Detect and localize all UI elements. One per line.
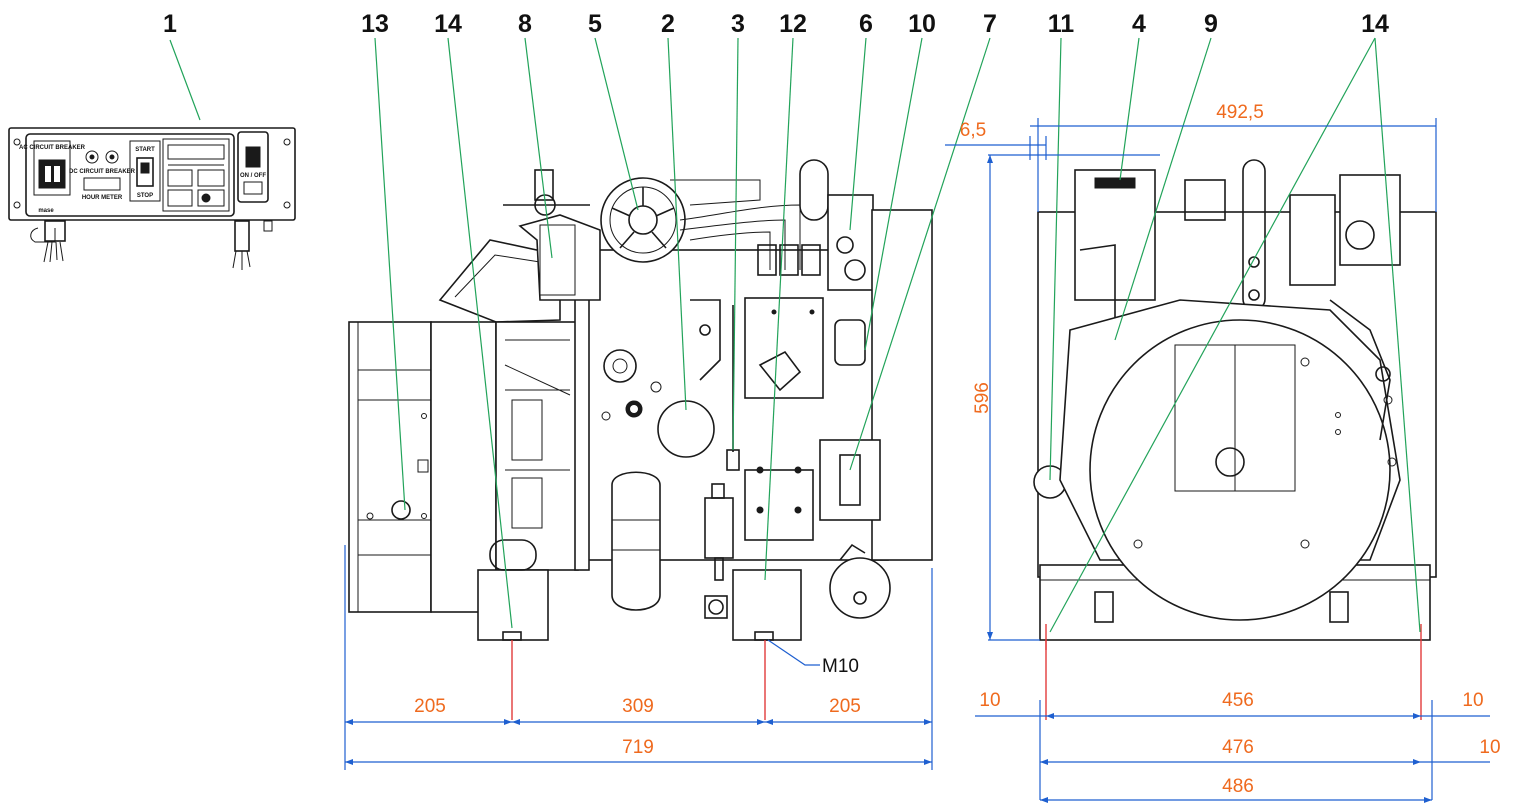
dim-front-overall-width: 486 — [1222, 776, 1254, 797]
start-label: START — [135, 147, 155, 153]
callout-14-right: 14 — [1361, 10, 1389, 38]
leader-lines — [374, 37, 1421, 633]
callout-3: 3 — [731, 10, 745, 38]
callout-14-left: 14 — [434, 10, 462, 38]
front-view — [1033, 159, 1437, 720]
dc-breaker-label: DC CIRCUIT BREAKER — [69, 169, 136, 175]
callout-12: 12 — [779, 10, 807, 38]
callout-numbers: 1 13 14 8 5 2 3 12 6 10 7 11 4 9 14 — [163, 10, 1389, 38]
dim-front-height: 596 — [972, 382, 993, 414]
control-panel: AC CIRCUIT BREAKER mase DC CIRCUIT BREAK… — [8, 39, 296, 270]
stop-label: STOP — [137, 193, 153, 199]
on-off-label: ON / OFF — [240, 173, 266, 179]
dimension-labels: 205 309 205 719 M10 492,5 6,5 596 10 456… — [414, 102, 1500, 797]
callout-1: 1 — [163, 10, 177, 38]
dim-thread-size: M10 — [822, 656, 859, 677]
callout-9: 9 — [1204, 10, 1218, 38]
dim-front-left-margin: 10 — [979, 690, 1000, 711]
dim-front-right-margin: 10 — [1462, 690, 1483, 711]
callout-2: 2 — [661, 10, 675, 38]
callout-11: 11 — [1048, 10, 1075, 38]
dim-side-right-span: 205 — [829, 696, 861, 717]
panel-brand: mase — [38, 208, 54, 214]
side-view — [344, 159, 933, 770]
dim-front-top-offset: 6,5 — [960, 120, 986, 141]
callout-7: 7 — [983, 10, 997, 38]
callout-5: 5 — [588, 10, 602, 38]
dim-front-top-width: 492,5 — [1216, 102, 1264, 123]
hour-meter-label: HOUR METER — [82, 195, 123, 201]
dim-front-mid-right-margin: 10 — [1479, 737, 1500, 758]
dim-front-mid-width: 476 — [1222, 737, 1254, 758]
dim-side-left-span: 205 — [414, 696, 446, 717]
callout-13: 13 — [361, 10, 389, 38]
dimension-lines — [345, 118, 1490, 803]
callout-6: 6 — [859, 10, 873, 38]
dim-side-mid-span: 309 — [622, 696, 654, 717]
dim-front-inner-width: 456 — [1222, 690, 1254, 711]
callout-8: 8 — [518, 10, 532, 38]
dim-side-overall: 719 — [622, 737, 654, 758]
callout-4: 4 — [1132, 10, 1146, 38]
callout-10: 10 — [908, 10, 936, 38]
cooling-vent-grille — [1174, 344, 1296, 492]
ac-breaker-label: AC CIRCUIT BREAKER — [19, 145, 86, 151]
